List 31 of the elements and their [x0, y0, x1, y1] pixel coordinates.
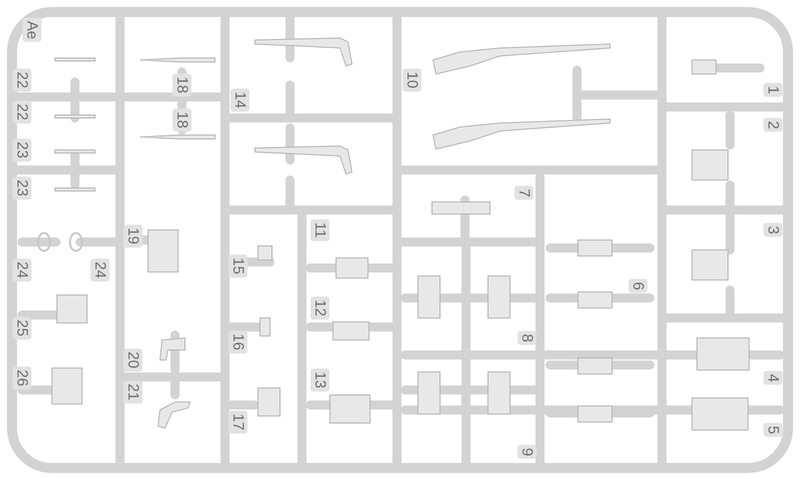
- part-number: 19: [124, 224, 142, 248]
- part-number: 15: [228, 254, 248, 278]
- part-number: 20: [124, 348, 142, 372]
- part-number: 11: [310, 219, 330, 241]
- part-number: 18: [172, 74, 192, 96]
- part-number: 5: [764, 422, 782, 438]
- part-number: 9: [518, 444, 536, 460]
- part-number: 21: [124, 380, 142, 404]
- part-number: 18: [172, 108, 192, 132]
- part-number: Ae: [22, 18, 42, 42]
- part-number: 4: [764, 370, 782, 386]
- part-number: 13: [310, 368, 330, 392]
- part-number: 25: [12, 316, 32, 340]
- part-number: 10: [402, 68, 422, 92]
- part-number: 24: [12, 258, 32, 282]
- part-number: 7: [514, 186, 534, 200]
- part-number: 22: [12, 68, 32, 92]
- part-number: 24: [90, 258, 110, 282]
- part-number: 2: [764, 118, 782, 132]
- part-number: 17: [228, 410, 248, 434]
- part-number: 12: [310, 296, 330, 320]
- part-number: 23: [12, 176, 32, 200]
- part-number: 8: [518, 330, 536, 346]
- part-number: 14: [230, 88, 250, 112]
- part-number: 3: [764, 222, 782, 238]
- part-number: 23: [12, 138, 32, 162]
- part-number: 1: [764, 82, 782, 98]
- part-number: 26: [12, 366, 32, 390]
- part-number: 16: [228, 330, 248, 354]
- part-number: 22: [12, 100, 32, 124]
- part-number: 6: [628, 278, 648, 294]
